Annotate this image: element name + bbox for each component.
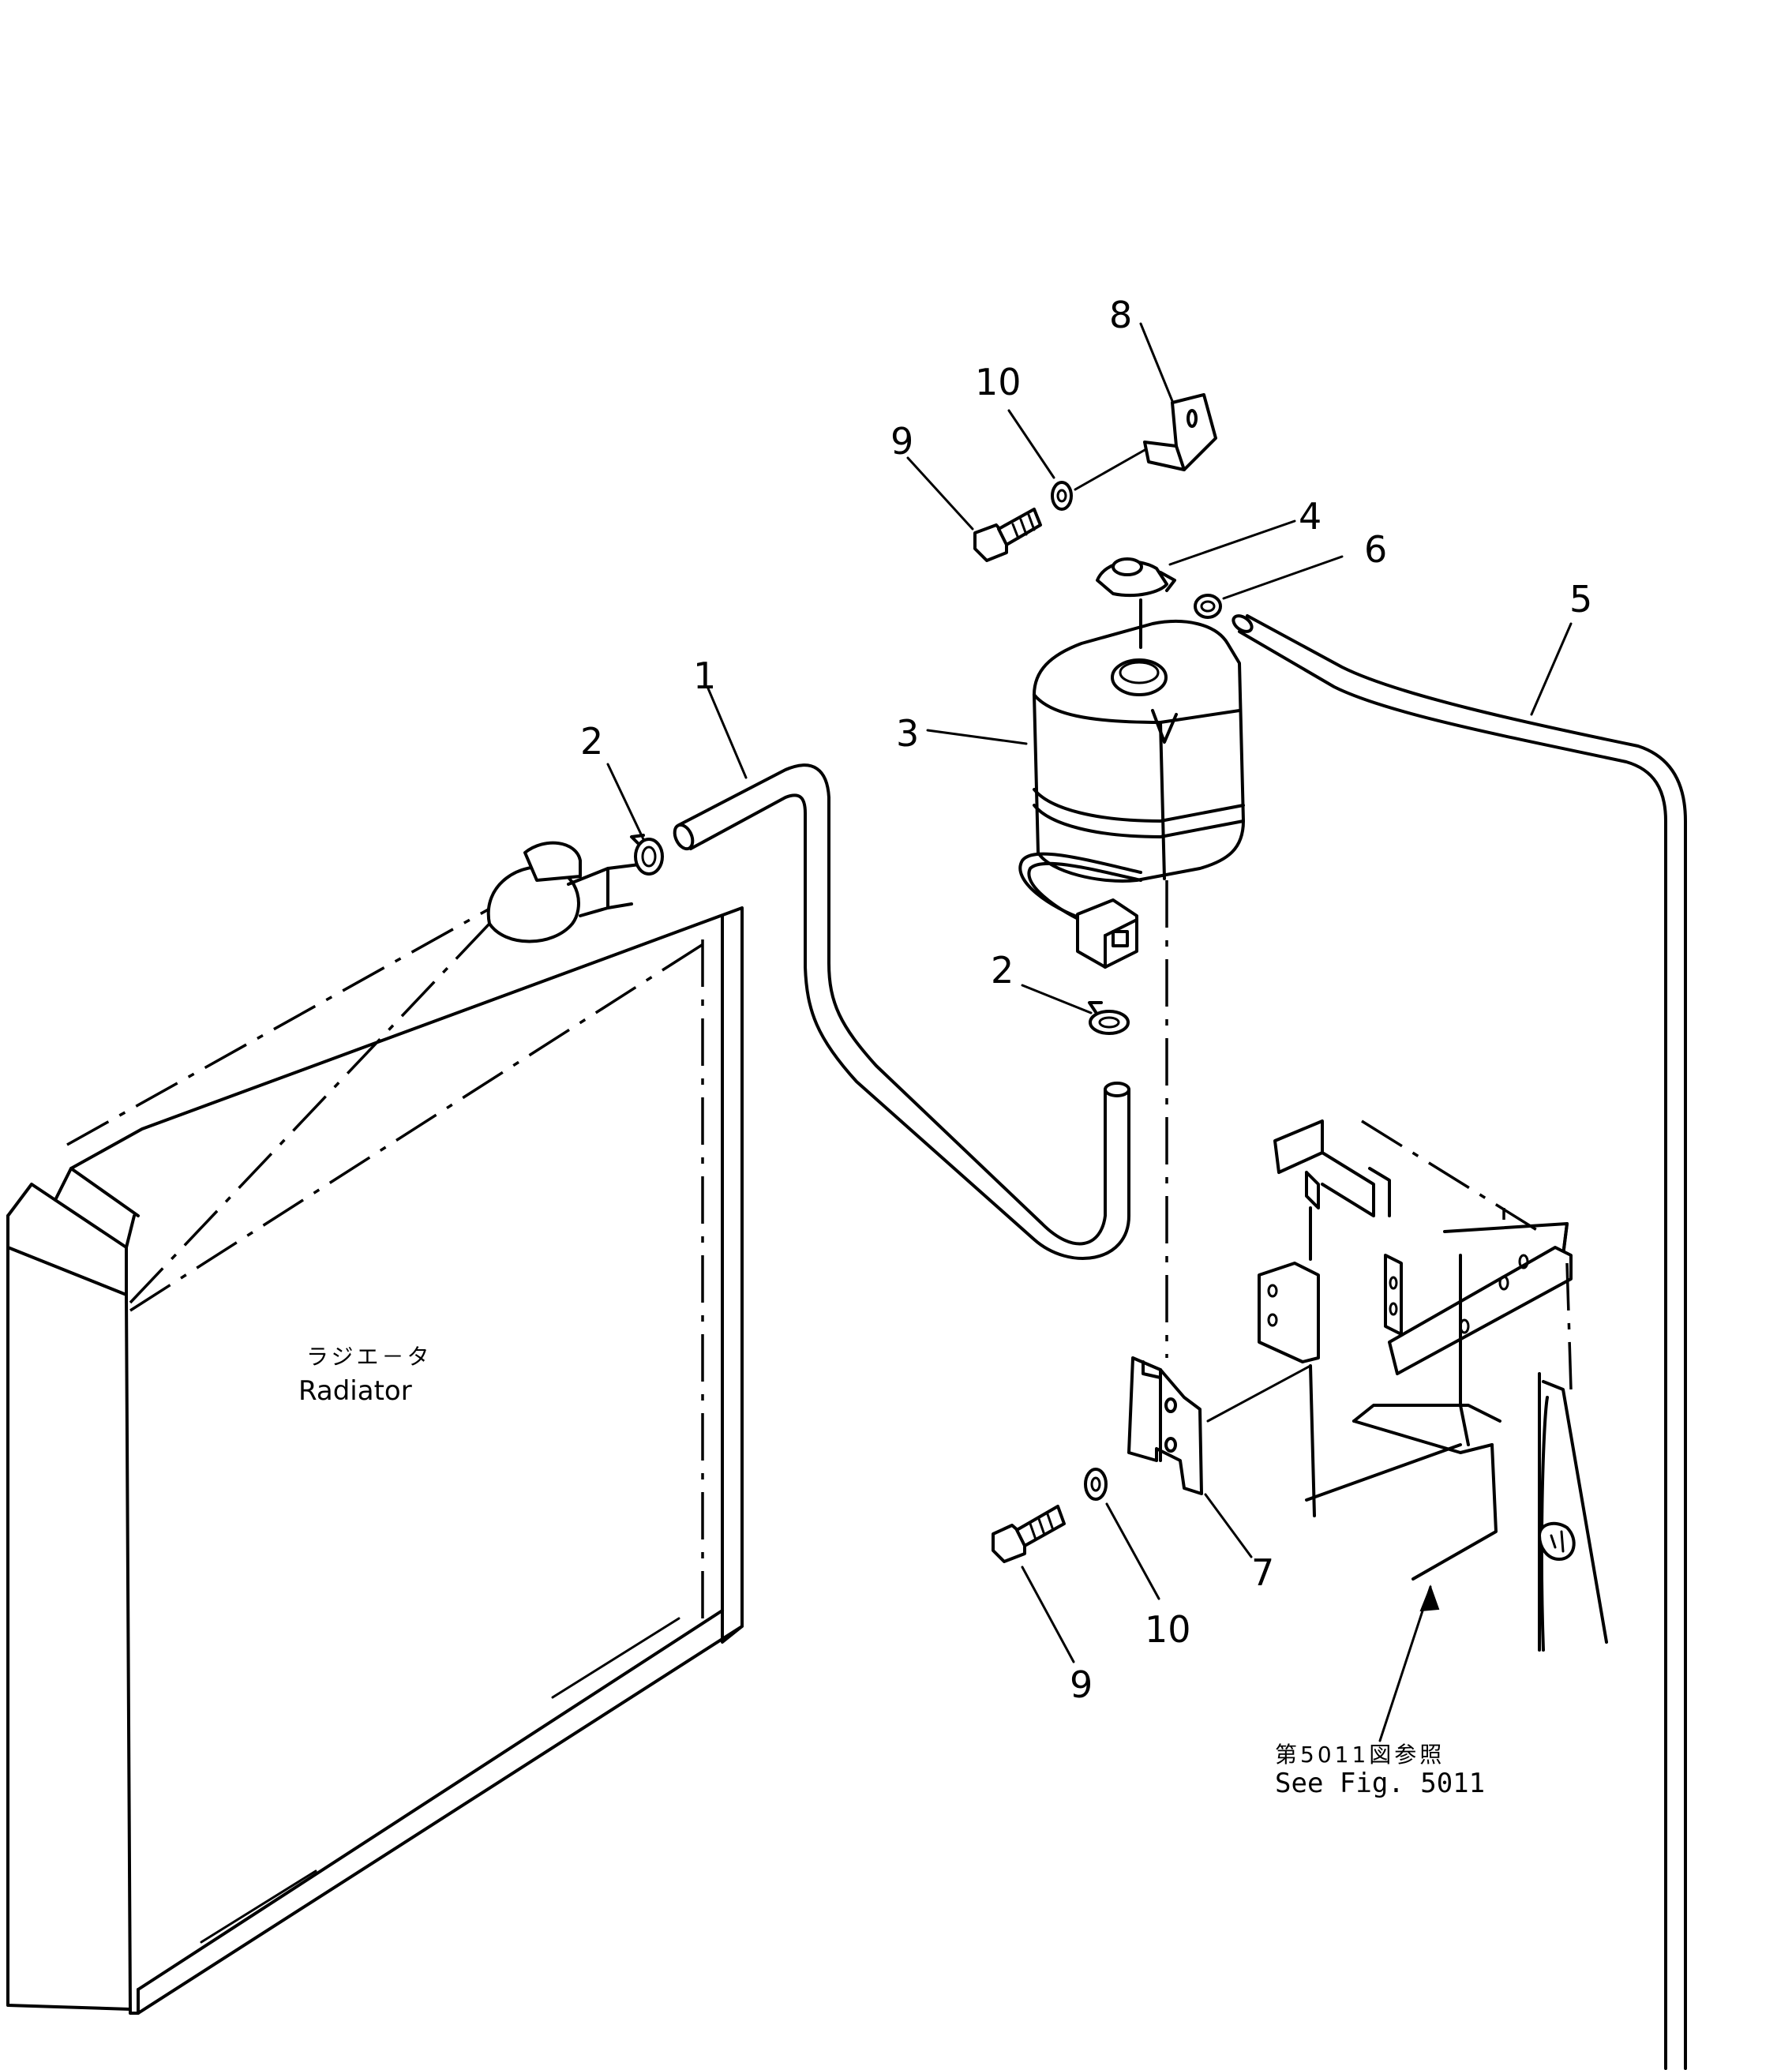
callout-8: 8	[1109, 294, 1132, 336]
clamp-2-lower	[1088, 1001, 1130, 1035]
reference-label-en: See Fig. 5011	[1275, 1768, 1485, 1799]
reference-label-jp: 第5011図参照	[1275, 1742, 1445, 1768]
clamp-2-upper	[630, 834, 664, 876]
callout-2-lower: 2	[991, 949, 1014, 992]
callout-10-upper: 10	[975, 361, 1022, 403]
callout-6: 6	[1364, 528, 1387, 571]
frame: 第5011図参照 See Fig. 5011	[1258, 1119, 1608, 1799]
callout-7: 7	[1251, 1551, 1274, 1594]
callout-9-lower: 9	[1070, 1663, 1093, 1706]
washer-10-lower	[1084, 1468, 1108, 1501]
leader-lines	[606, 322, 1573, 1742]
hose-1	[673, 763, 1130, 1260]
reservoir-tank	[1018, 620, 1245, 969]
bolt-9-lower	[992, 1505, 1066, 1563]
stay-7	[1127, 880, 1312, 1495]
clamp-6	[1194, 594, 1222, 619]
hose-5	[1232, 614, 1687, 2070]
radiator: ラジエ－タ Radiator	[6, 841, 744, 2015]
callout-numbers: 1 2 3 4 5 6 7 8 9 10 2 10 9	[580, 294, 1592, 1706]
washer-10-upper	[1051, 448, 1146, 511]
cap-4	[1096, 557, 1176, 649]
callout-9-upper: 9	[890, 420, 913, 463]
callout-1: 1	[693, 654, 716, 697]
radiator-label-jp: ラジエ－タ	[306, 1344, 432, 1370]
callout-4: 4	[1299, 495, 1322, 538]
callout-5: 5	[1569, 578, 1592, 621]
callout-2-upper: 2	[580, 720, 603, 763]
callout-3: 3	[896, 712, 919, 755]
radiator-label-en: Radiator	[298, 1375, 412, 1407]
bolt-9-upper	[973, 508, 1042, 562]
callout-10-lower: 10	[1145, 1608, 1191, 1651]
bracket-8	[1143, 393, 1217, 471]
